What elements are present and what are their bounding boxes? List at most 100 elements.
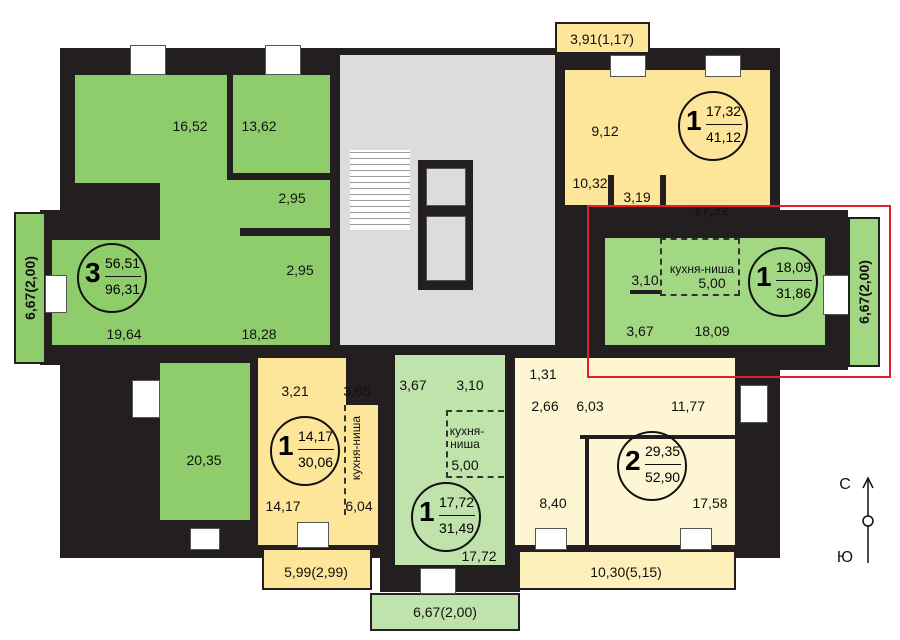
area-label: 18,09 — [694, 323, 730, 339]
window — [190, 528, 220, 550]
compass-arrow-icon — [862, 476, 874, 563]
compass-north: С — [839, 476, 851, 493]
room-20-35 — [160, 363, 250, 520]
balcony-bottom-center[interactable] — [370, 593, 520, 631]
kitchen-niche-outline — [344, 405, 384, 515]
bath-2-95 — [262, 188, 330, 228]
living-area: 17,32 — [706, 103, 742, 119]
selected-apartment-highlight — [587, 205, 891, 378]
window — [705, 55, 741, 77]
total-area: 31,49 — [439, 520, 475, 536]
area-label: 3,10 — [631, 272, 659, 288]
compass-south: Ю — [836, 549, 854, 566]
wall — [608, 175, 614, 205]
kitchen-niche-label: кухня-ниша — [669, 262, 735, 276]
area-label: 17,58 — [692, 495, 728, 511]
living-area: 17,72 — [439, 494, 475, 510]
kitchen-niche-area — [346, 405, 378, 545]
area-label: 8,40 — [539, 495, 567, 511]
living-area: 18,09 — [776, 259, 812, 275]
living-area: 56,51 — [105, 255, 141, 271]
room-count: 1 — [278, 430, 294, 461]
window — [740, 385, 768, 423]
area-label: 17,72 — [461, 548, 497, 564]
total-area: 96,31 — [105, 281, 141, 297]
window — [132, 380, 160, 418]
area-label: 3,65 — [343, 383, 371, 399]
area-label: 6,04 — [345, 498, 373, 514]
area-label: 5,00 — [451, 457, 479, 473]
area-label: 20,35 — [186, 452, 222, 468]
area-label: 3,67 — [399, 377, 427, 393]
room-count: 3 — [85, 257, 101, 288]
balcony-right[interactable] — [848, 217, 880, 367]
wall — [240, 228, 330, 236]
window — [535, 528, 567, 550]
wall — [630, 290, 660, 294]
balcony-label: 3,91(1,17) — [570, 31, 634, 47]
room-count: 2 — [625, 445, 641, 476]
balcony-label: 6,67(2,00) — [413, 604, 477, 620]
living-area: 29,35 — [645, 443, 681, 459]
window — [610, 55, 646, 77]
kitchen-niche-label: ниша — [450, 437, 480, 451]
window — [45, 275, 67, 313]
kitchen-niche-outline — [660, 238, 740, 296]
kitchen-niche-label: кухня-ниша — [349, 415, 363, 481]
balcony-label: 10,30(5,15) — [590, 564, 662, 580]
room-count: 1 — [756, 261, 772, 292]
window — [265, 45, 301, 75]
room-16-52 — [75, 75, 227, 183]
balcony-label: 6,67(2,00) — [22, 256, 38, 320]
kitchen-niche-label: кухня- — [449, 424, 485, 438]
window — [680, 528, 712, 550]
staircase — [350, 150, 410, 230]
balcony-top[interactable] — [555, 22, 650, 54]
wc-2-95 — [262, 238, 330, 284]
total-area: 52,90 — [645, 469, 681, 485]
living-area: 14,17 — [298, 428, 334, 444]
total-area: 31,86 — [776, 285, 812, 301]
window — [297, 522, 329, 548]
window — [823, 275, 849, 315]
area-label: 14,17 — [265, 498, 301, 514]
area-label: 2,66 — [531, 398, 559, 414]
room-count: 1 — [419, 496, 435, 527]
area-label: 19,64 — [106, 326, 142, 342]
area-label: 3,19 — [623, 189, 651, 205]
elevator-1 — [426, 168, 466, 206]
area-label: 3,67 — [626, 323, 654, 339]
wall — [660, 175, 666, 205]
area-label: 2,95 — [278, 190, 306, 206]
balcony-label: 5,99(2,99) — [284, 564, 348, 580]
area-label: 2,95 — [286, 262, 314, 278]
area-label: 13,62 — [241, 118, 277, 134]
area-label: 18,28 — [241, 326, 277, 342]
room-13-62 — [233, 75, 330, 173]
area-label: 6,03 — [576, 398, 604, 414]
window — [420, 568, 456, 594]
area-label: 3,10 — [456, 377, 484, 393]
area-label: 16,52 — [172, 118, 208, 134]
area-label: 9,12 — [591, 123, 619, 139]
area-label: 1,31 — [529, 366, 557, 382]
area-label: 5,00 — [698, 275, 726, 291]
elevator-2 — [426, 216, 466, 281]
kitchen-niche-outline — [446, 410, 504, 478]
area-label: 3,21 — [281, 383, 309, 399]
area-label: 10,32 — [572, 175, 608, 191]
balcony-bottom-left[interactable] — [262, 548, 372, 590]
area-label: 11,77 — [671, 398, 705, 414]
balcony-bottom-right[interactable] — [518, 550, 736, 590]
total-area: 41,12 — [706, 129, 742, 145]
wall — [585, 435, 589, 545]
window — [130, 45, 166, 75]
room-count: 1 — [686, 105, 702, 136]
total-area: 30,06 — [298, 454, 334, 470]
